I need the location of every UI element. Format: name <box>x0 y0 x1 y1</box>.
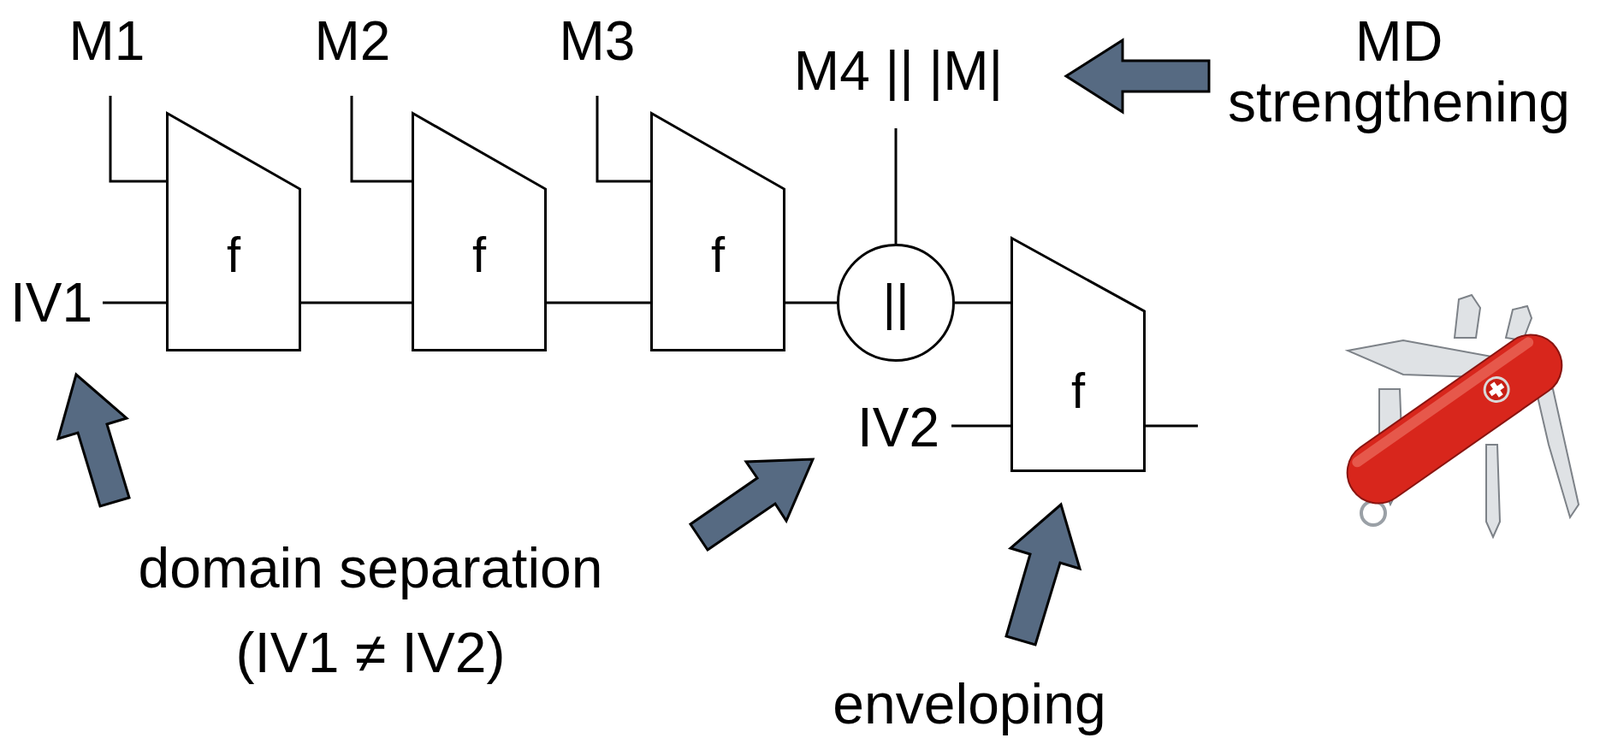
input-wire <box>597 95 651 182</box>
trapezoid-outline <box>413 113 546 351</box>
node-outline <box>1010 237 1146 473</box>
node-text: f <box>472 230 486 280</box>
block-arrow <box>690 459 813 551</box>
block-arrow <box>1006 504 1080 646</box>
input-wire <box>894 128 898 244</box>
compression-function: f <box>650 112 786 352</box>
trapezoid-outline <box>651 113 785 351</box>
swiss-army-knife <box>1335 295 1579 538</box>
block-arrow <box>58 374 130 507</box>
trapezoid-outline <box>167 113 301 351</box>
node-text: f <box>711 230 725 280</box>
knife-body <box>1335 322 1575 516</box>
wire <box>954 302 1011 305</box>
opener <box>1454 295 1481 338</box>
knife-blade <box>1535 389 1579 518</box>
annotation: enveloping <box>832 675 1106 733</box>
annotation: MD <box>1355 12 1444 70</box>
block-arrows <box>58 40 1209 646</box>
output-wire <box>1145 425 1198 428</box>
wire <box>546 302 651 305</box>
trapezoid-outline <box>1012 238 1145 472</box>
compression-function: f <box>165 112 302 352</box>
key-ring <box>1361 501 1386 526</box>
input-wire <box>351 95 412 182</box>
concat-circle: || <box>836 243 955 362</box>
iv-label: IV1 <box>10 275 93 331</box>
message-block: M3 <box>559 13 636 69</box>
block-arrow <box>1066 40 1209 113</box>
iv-wire <box>102 302 166 305</box>
knife-emblem <box>1488 383 1505 397</box>
knife-emblem <box>1480 373 1514 407</box>
knife-highlight <box>1350 335 1536 470</box>
node-text: || <box>882 277 909 329</box>
compression-function: f <box>411 112 547 352</box>
annotation: domain separation <box>137 539 603 597</box>
iv-label: IV2 <box>857 400 940 456</box>
wire <box>301 302 412 305</box>
input-wire <box>110 95 166 182</box>
circle-outline <box>838 245 955 362</box>
annotation: strengthening <box>1227 73 1571 131</box>
screwdriver <box>1486 444 1500 538</box>
iv-wire <box>951 425 1011 428</box>
node-text: f <box>1071 366 1085 416</box>
message-block: M4 || |M| <box>794 43 1003 99</box>
message-block: M2 <box>314 13 392 69</box>
node-text: f <box>226 230 241 280</box>
annotation: (IV1 ≠ IV2) <box>236 624 506 682</box>
wire <box>785 302 837 305</box>
compression-function: f <box>1010 237 1146 473</box>
message-block: M1 <box>69 13 146 69</box>
